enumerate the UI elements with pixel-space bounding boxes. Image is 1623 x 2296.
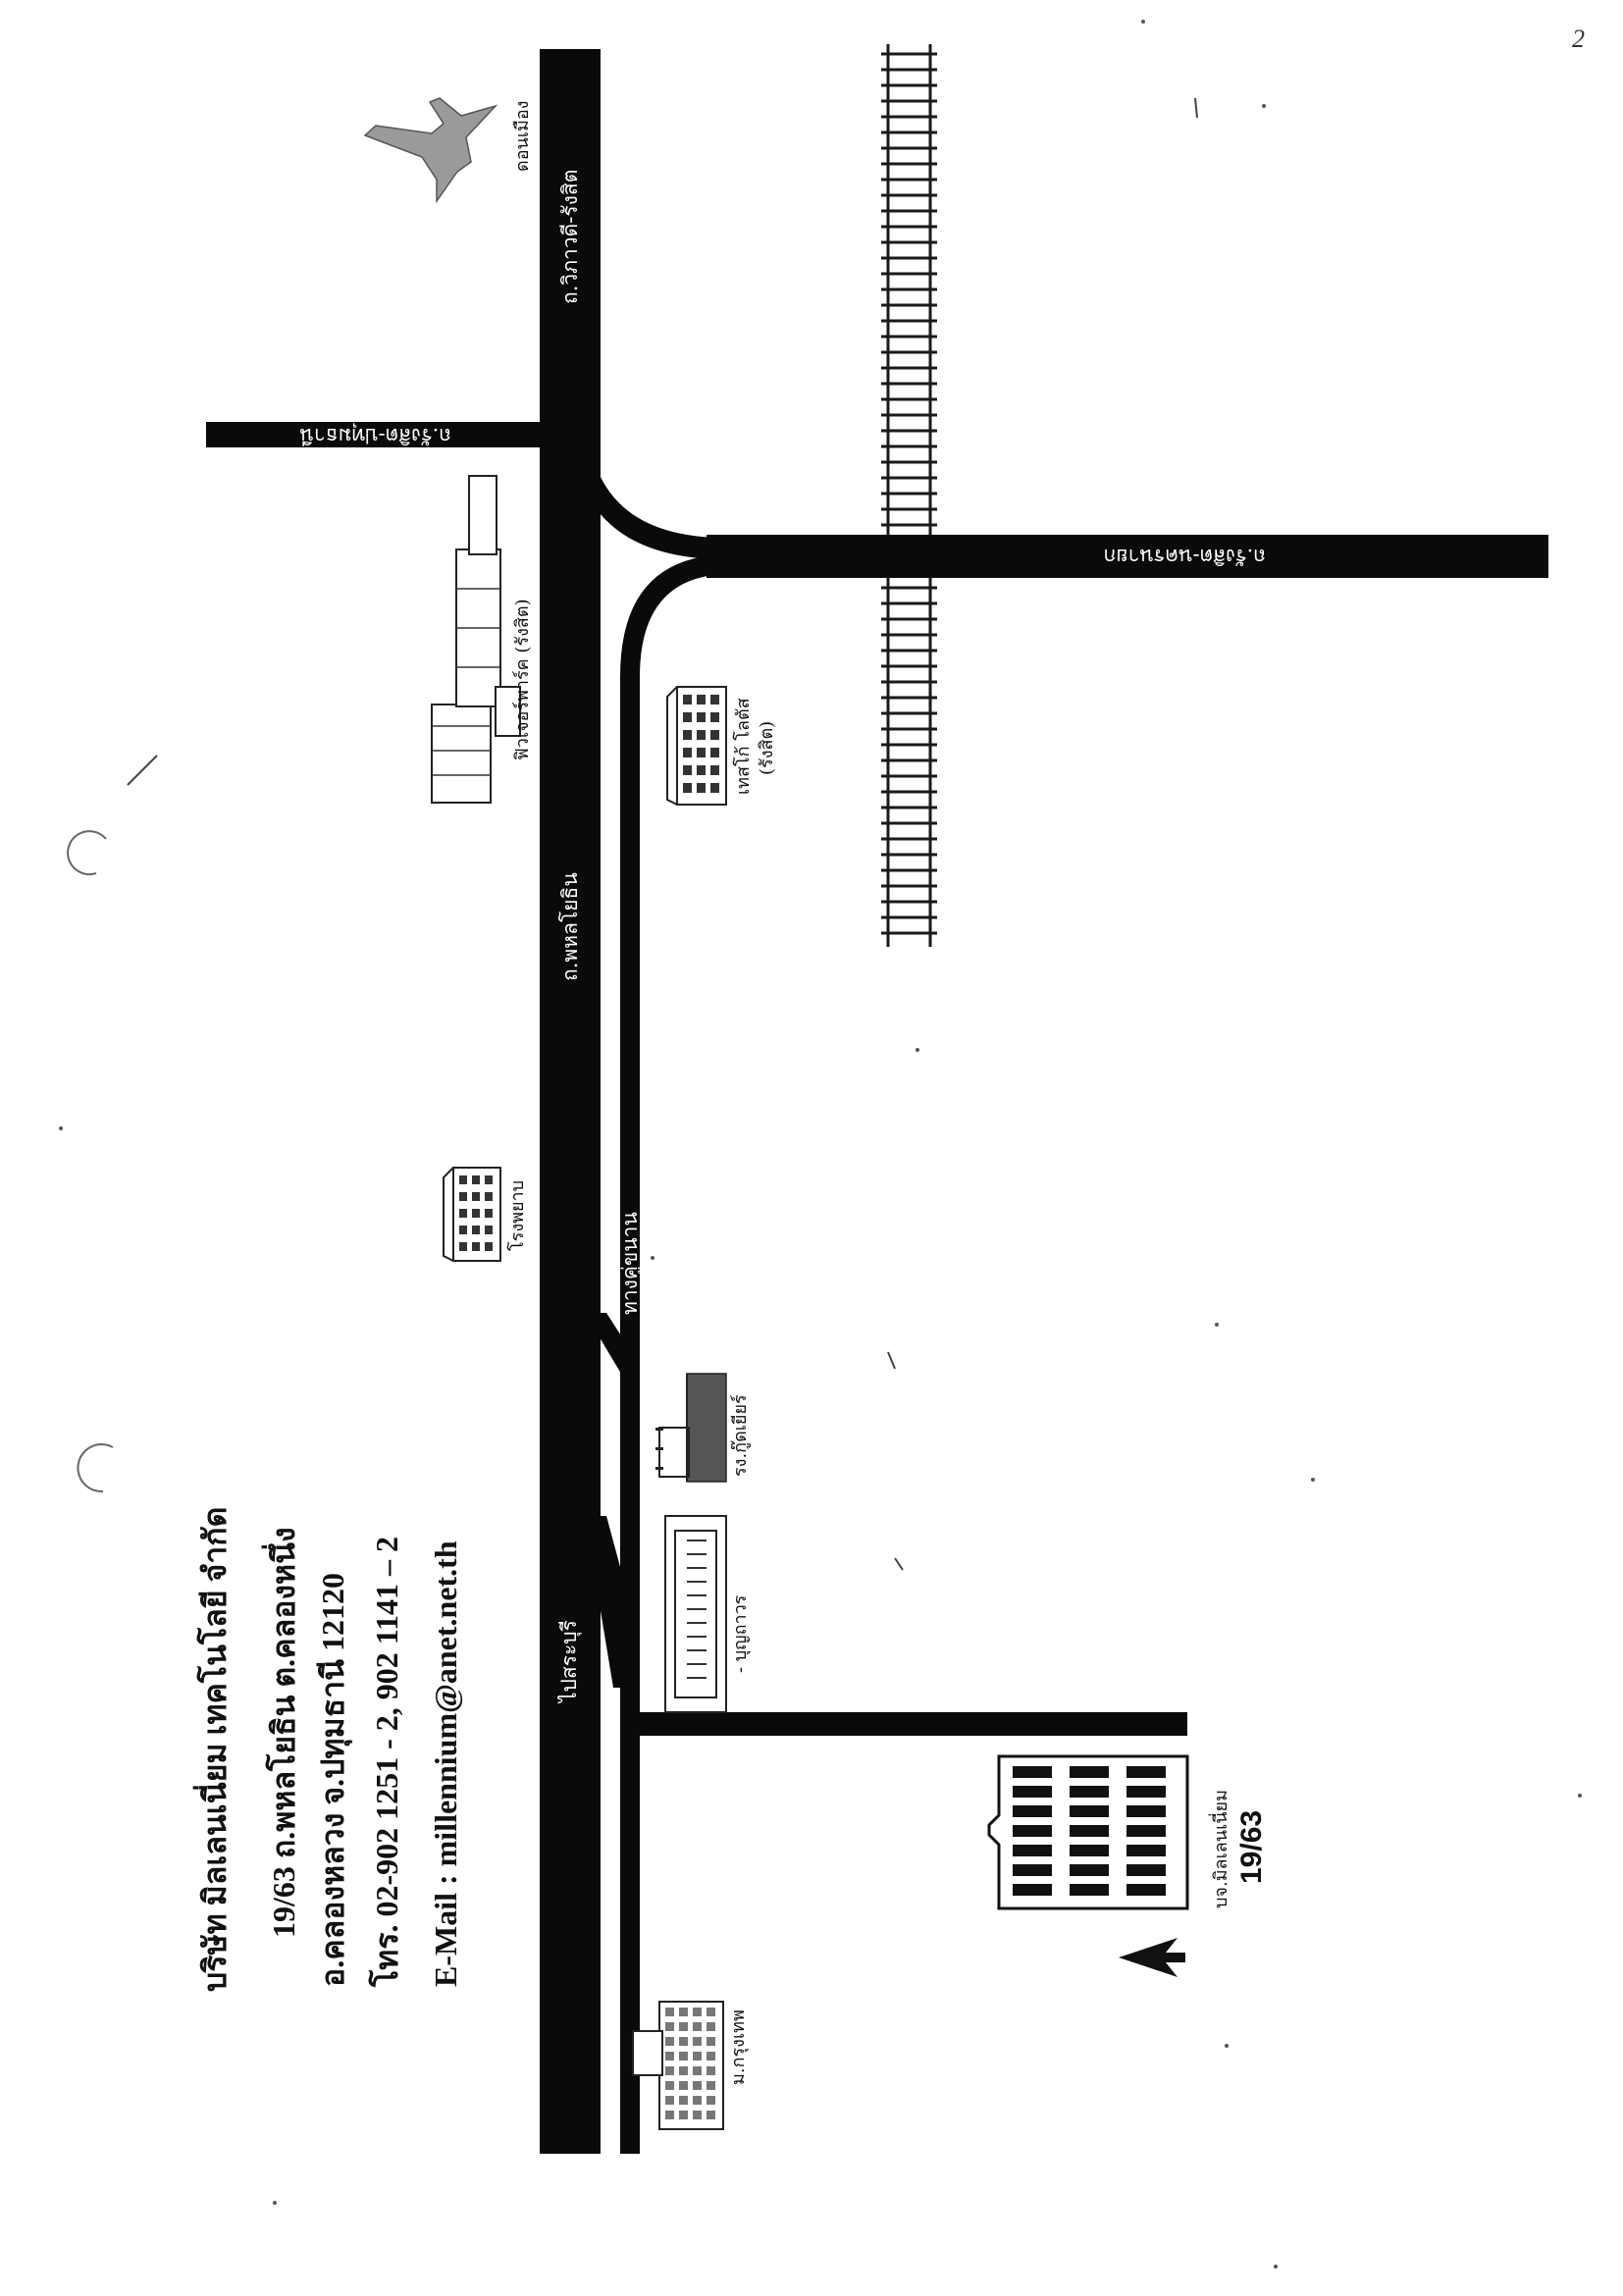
company-building [987, 1754, 1189, 1910]
label-don-mueang: ดอนเมือง [512, 101, 533, 172]
hospital-building [443, 1167, 501, 1262]
label-company-building: บจ.มิลเลนเนี่ยม [1208, 1790, 1231, 1908]
address-line-email: E-Mail : millennium@anet.net.th [428, 1540, 463, 1987]
label-future-park: ฟิวเจอร์พาร์ค (รังสิต) [512, 599, 533, 760]
tesco-lotus-building [666, 686, 727, 806]
road-frontage-curve [620, 554, 731, 2154]
north-arrow-icon [1119, 1938, 1185, 1977]
road-company-access [640, 1712, 1187, 1736]
bangkok-university-building [632, 2001, 724, 2130]
page-number: 2 [1572, 25, 1585, 53]
label-bangkok-university: ม.กรุงเทพ [728, 2009, 749, 2085]
label-tesco-lotus-branch: (รังสิต) [757, 721, 777, 775]
road-curve-junction [569, 412, 726, 559]
goodyear-factory [655, 1373, 727, 1483]
punch-holes [67, 830, 114, 1493]
address-line-street: 19/63 ถ.พหลโยธิน ต.คลองหนึ่ง [261, 1527, 301, 1938]
label-phahon-yothin: ถ.พหลโยธิน [558, 872, 582, 981]
address-block: บริษัท มิลเลนเนี่ยม เทคโนโลยี จำกัด 19/6… [192, 1507, 463, 1992]
road-ramp-2 [585, 1516, 633, 1688]
label-company-number: 19/63 [1235, 1810, 1268, 1884]
label-boonthavorn: - บุญถาวร [730, 1594, 751, 1673]
airplane-icon [363, 97, 498, 204]
label-goodyear: รง.กู๊ดเยียร์ [730, 1394, 751, 1477]
label-rangsit-nakhon-nayok: ถ.รังสิต-นครนายก [1104, 545, 1266, 568]
boonthavorn-warehouse [664, 1515, 727, 1713]
label-vibhavadi: ถ.วิภาวดี-รังสิต [558, 170, 582, 304]
address-line-company: บริษัท มิลเลนเนี่ยม เทคโนโลยี จำกัด [192, 1507, 233, 1992]
label-frontage-road: ทางคู่ขนาน [618, 1212, 643, 1315]
road-rangsit-pathum-thani [206, 422, 559, 447]
roads [206, 49, 1548, 2154]
future-park-building [431, 475, 521, 804]
railway [881, 44, 937, 947]
label-tesco-lotus: เทสโก้ โลตัส [732, 698, 754, 795]
address-line-district: อ.คลองหลวง จ.ปทุมธานี 12120 [315, 1573, 353, 1987]
road-phahon-yothin [540, 49, 601, 2154]
road-rangsit-nakhon-nayok [707, 535, 1548, 578]
label-to-saraburi: ไปสระบุรี [557, 1620, 582, 1704]
label-hospital: โรงพยาบ [506, 1180, 528, 1251]
address-line-phone: โทร. 02-902 1251 - 2, 902 1141 – 2 [368, 1537, 404, 1988]
scan-specks [59, 20, 1582, 2269]
road-ramp-1 [585, 1313, 633, 1393]
label-rangsit-pathum-thani: ถ.รังสิต-ปทุมธานี [300, 423, 451, 447]
